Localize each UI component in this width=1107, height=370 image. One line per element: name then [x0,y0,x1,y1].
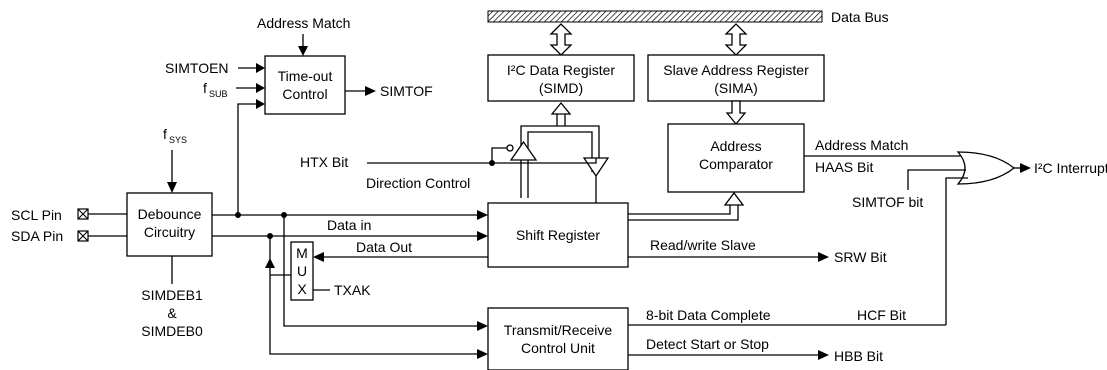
sda-pin-icon [77,230,89,242]
mux-box [290,241,314,301]
scl-pin-icon [77,208,89,220]
simd-shift-loop-outer [520,125,600,198]
shift-register-label: Shift Register [516,227,600,243]
simd-up-arrow-head [550,101,572,115]
sima-to-comparator-arrow [725,100,747,126]
trcu-label-1: Transmit/Receive [504,322,613,338]
shift-to-comparator-line-b [628,205,739,221]
shift-register-box [487,202,629,268]
scl-pin-label: SCL Pin [11,207,62,223]
shift-to-comparator-arrow [723,191,745,206]
address-match-down-arrow [298,46,308,56]
direction-control-label: Direction Control [366,175,470,191]
or-gate [956,151,1016,185]
data-out-label: Data Out [356,239,412,255]
rw-slave-arrow [818,252,829,262]
sda-to-trcu-arrow [477,349,488,359]
bus-simd-bidir-arrow [549,23,573,56]
hcf-bit-label: HCF Bit [857,307,906,323]
debounce-box [126,192,213,257]
mux-label-u: U [297,263,307,279]
sima-register-label-2: (SIMA) [714,80,758,96]
simd-up-arrow-stem [556,114,566,126]
debounce-label-1: Debounce [138,206,202,222]
address-match-top-label: Address Match [257,15,350,31]
scl-to-trcu-line [283,215,478,327]
trcu-box [487,307,629,370]
timeout-control-label-2: Control [282,86,327,102]
simd-register-label-2: (SIMD) [539,80,583,96]
fsys-arrow [167,182,177,193]
address-match-label: Address Match [815,137,908,153]
simtof-to-or-line [907,169,966,190]
fsub-label: f [203,80,207,96]
simd-register-label-1: I²C Data Register [507,62,615,78]
detect-arrow [818,350,829,360]
mux-label-x: X [297,281,307,297]
fsub-arrow [256,83,265,93]
inverter-bubble [506,144,514,152]
simtoen-label: SIMTOEN [165,60,229,76]
srw-bit-label: SRW Bit [834,249,887,265]
scl-junction-timeout [235,212,241,218]
haas-bit-label: HAAS Bit [815,159,873,175]
timeout-control-label-1: Time-out [278,68,333,84]
hcf-to-or-line [945,177,968,325]
sda-to-shift-arrow [477,231,488,241]
scl-to-trcu-arrow [477,321,488,331]
scl-to-timeout-arrow [256,99,265,109]
interrupt-out-arrow [1020,163,1031,173]
data-bus [487,10,823,23]
data-out-arrow [313,252,324,262]
mux-label-m: M [296,245,308,261]
simtof-out-arrow [365,86,376,96]
address-comparator-label-1: Address [710,138,761,154]
buffer-to-simd [509,140,538,161]
data-complete-label: 8-bit Data Complete [646,307,771,323]
htx-junction-dot [489,160,495,166]
simd-register-box [487,54,635,102]
bus-sima-bidir-arrow [724,23,748,56]
trcu-label-2: Control Unit [521,340,595,356]
shift-to-comparator-line-a [628,205,731,215]
i2c-interrupt-label: I²C Interrupt [1034,160,1107,176]
debounce-label-2: Circuitry [144,224,195,240]
fsub-subscript: SUB [209,89,228,99]
data-bus-label: Data Bus [831,9,889,25]
address-comparator-label-2: Comparator [699,156,773,172]
sima-register-box [647,54,825,102]
simtof-out-label: SIMTOF [380,83,433,99]
hbb-bit-label: HBB Bit [834,348,883,364]
simdeb0-label: SIMDEB0 [141,323,203,339]
mux-to-sda-arrow [265,258,275,268]
address-comparator-box [667,123,805,193]
simtof-bit-label: SIMTOF bit [852,194,923,210]
rw-slave-label: Read/write Slave [650,237,756,253]
timeout-control-box [264,55,346,115]
fsys-subscript: SYS [169,135,187,145]
htx-bit-label: HTX Bit [300,154,348,170]
simdeb1-label: SIMDEB1 [141,287,203,303]
sda-pin-label: SDA Pin [11,228,63,244]
amp-label: & [167,305,177,321]
htx-to-buffer [492,158,597,164]
htx-to-inverter [491,147,507,163]
txak-label: TXAK [334,282,371,298]
sima-register-label-1: Slave Address Register [663,62,809,78]
data-in-label: Data in [327,217,371,233]
scl-to-timeout-line [237,103,258,215]
detect-label: Detect Start or Stop [646,336,769,352]
simtoen-arrow [256,63,265,73]
fsys-label: f [163,126,167,142]
scl-to-shift-arrow [477,210,488,220]
simd-shift-loop-inner [527,131,593,198]
